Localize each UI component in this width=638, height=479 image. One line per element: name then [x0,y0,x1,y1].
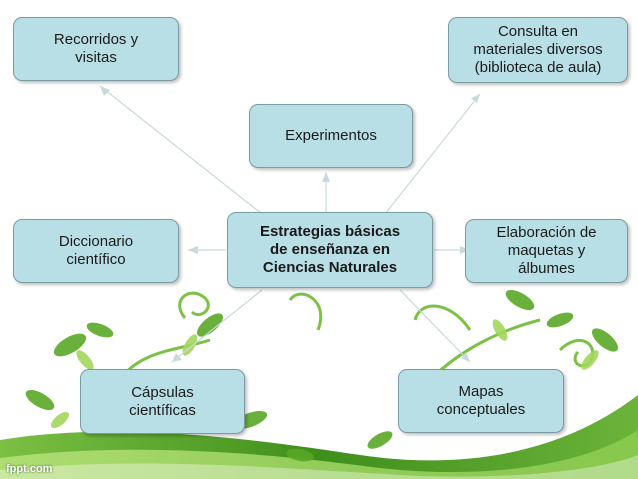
node-experimentos-label: Experimentos [285,127,377,144]
node-experimentos: Experimentos [249,104,413,168]
node-center-label: Estrategias básicas de enseñanza en Cien… [259,223,401,276]
node-elaboracion-label: Elaboración de maquetas y álbumes [496,224,597,277]
light-swoosh [0,430,638,479]
node-consulta: Consulta en materiales diversos (bibliot… [448,17,628,83]
node-diccionario-label: Diccionario científico [58,233,134,268]
node-center: Estrategias básicas de enseñanza en Cien… [227,212,433,288]
node-consulta-label: Consulta en materiales diversos (bibliot… [473,23,603,76]
node-capsulas-label: Cápsulas científicas [129,383,196,419]
fppt-watermark: fppt.com [6,463,53,475]
node-mapas: Mapas conceptuales [398,369,564,433]
node-diccionario: Diccionario científico [13,219,179,283]
node-elaboracion: Elaboración de maquetas y álbumes [465,219,628,283]
node-recorridos: Recorridos y visitas [13,17,179,81]
node-mapas-label: Mapas conceptuales [436,383,526,418]
node-capsulas: Cápsulas científicas [80,369,245,434]
node-recorridos-label: Recorridos y visitas [53,31,139,66]
